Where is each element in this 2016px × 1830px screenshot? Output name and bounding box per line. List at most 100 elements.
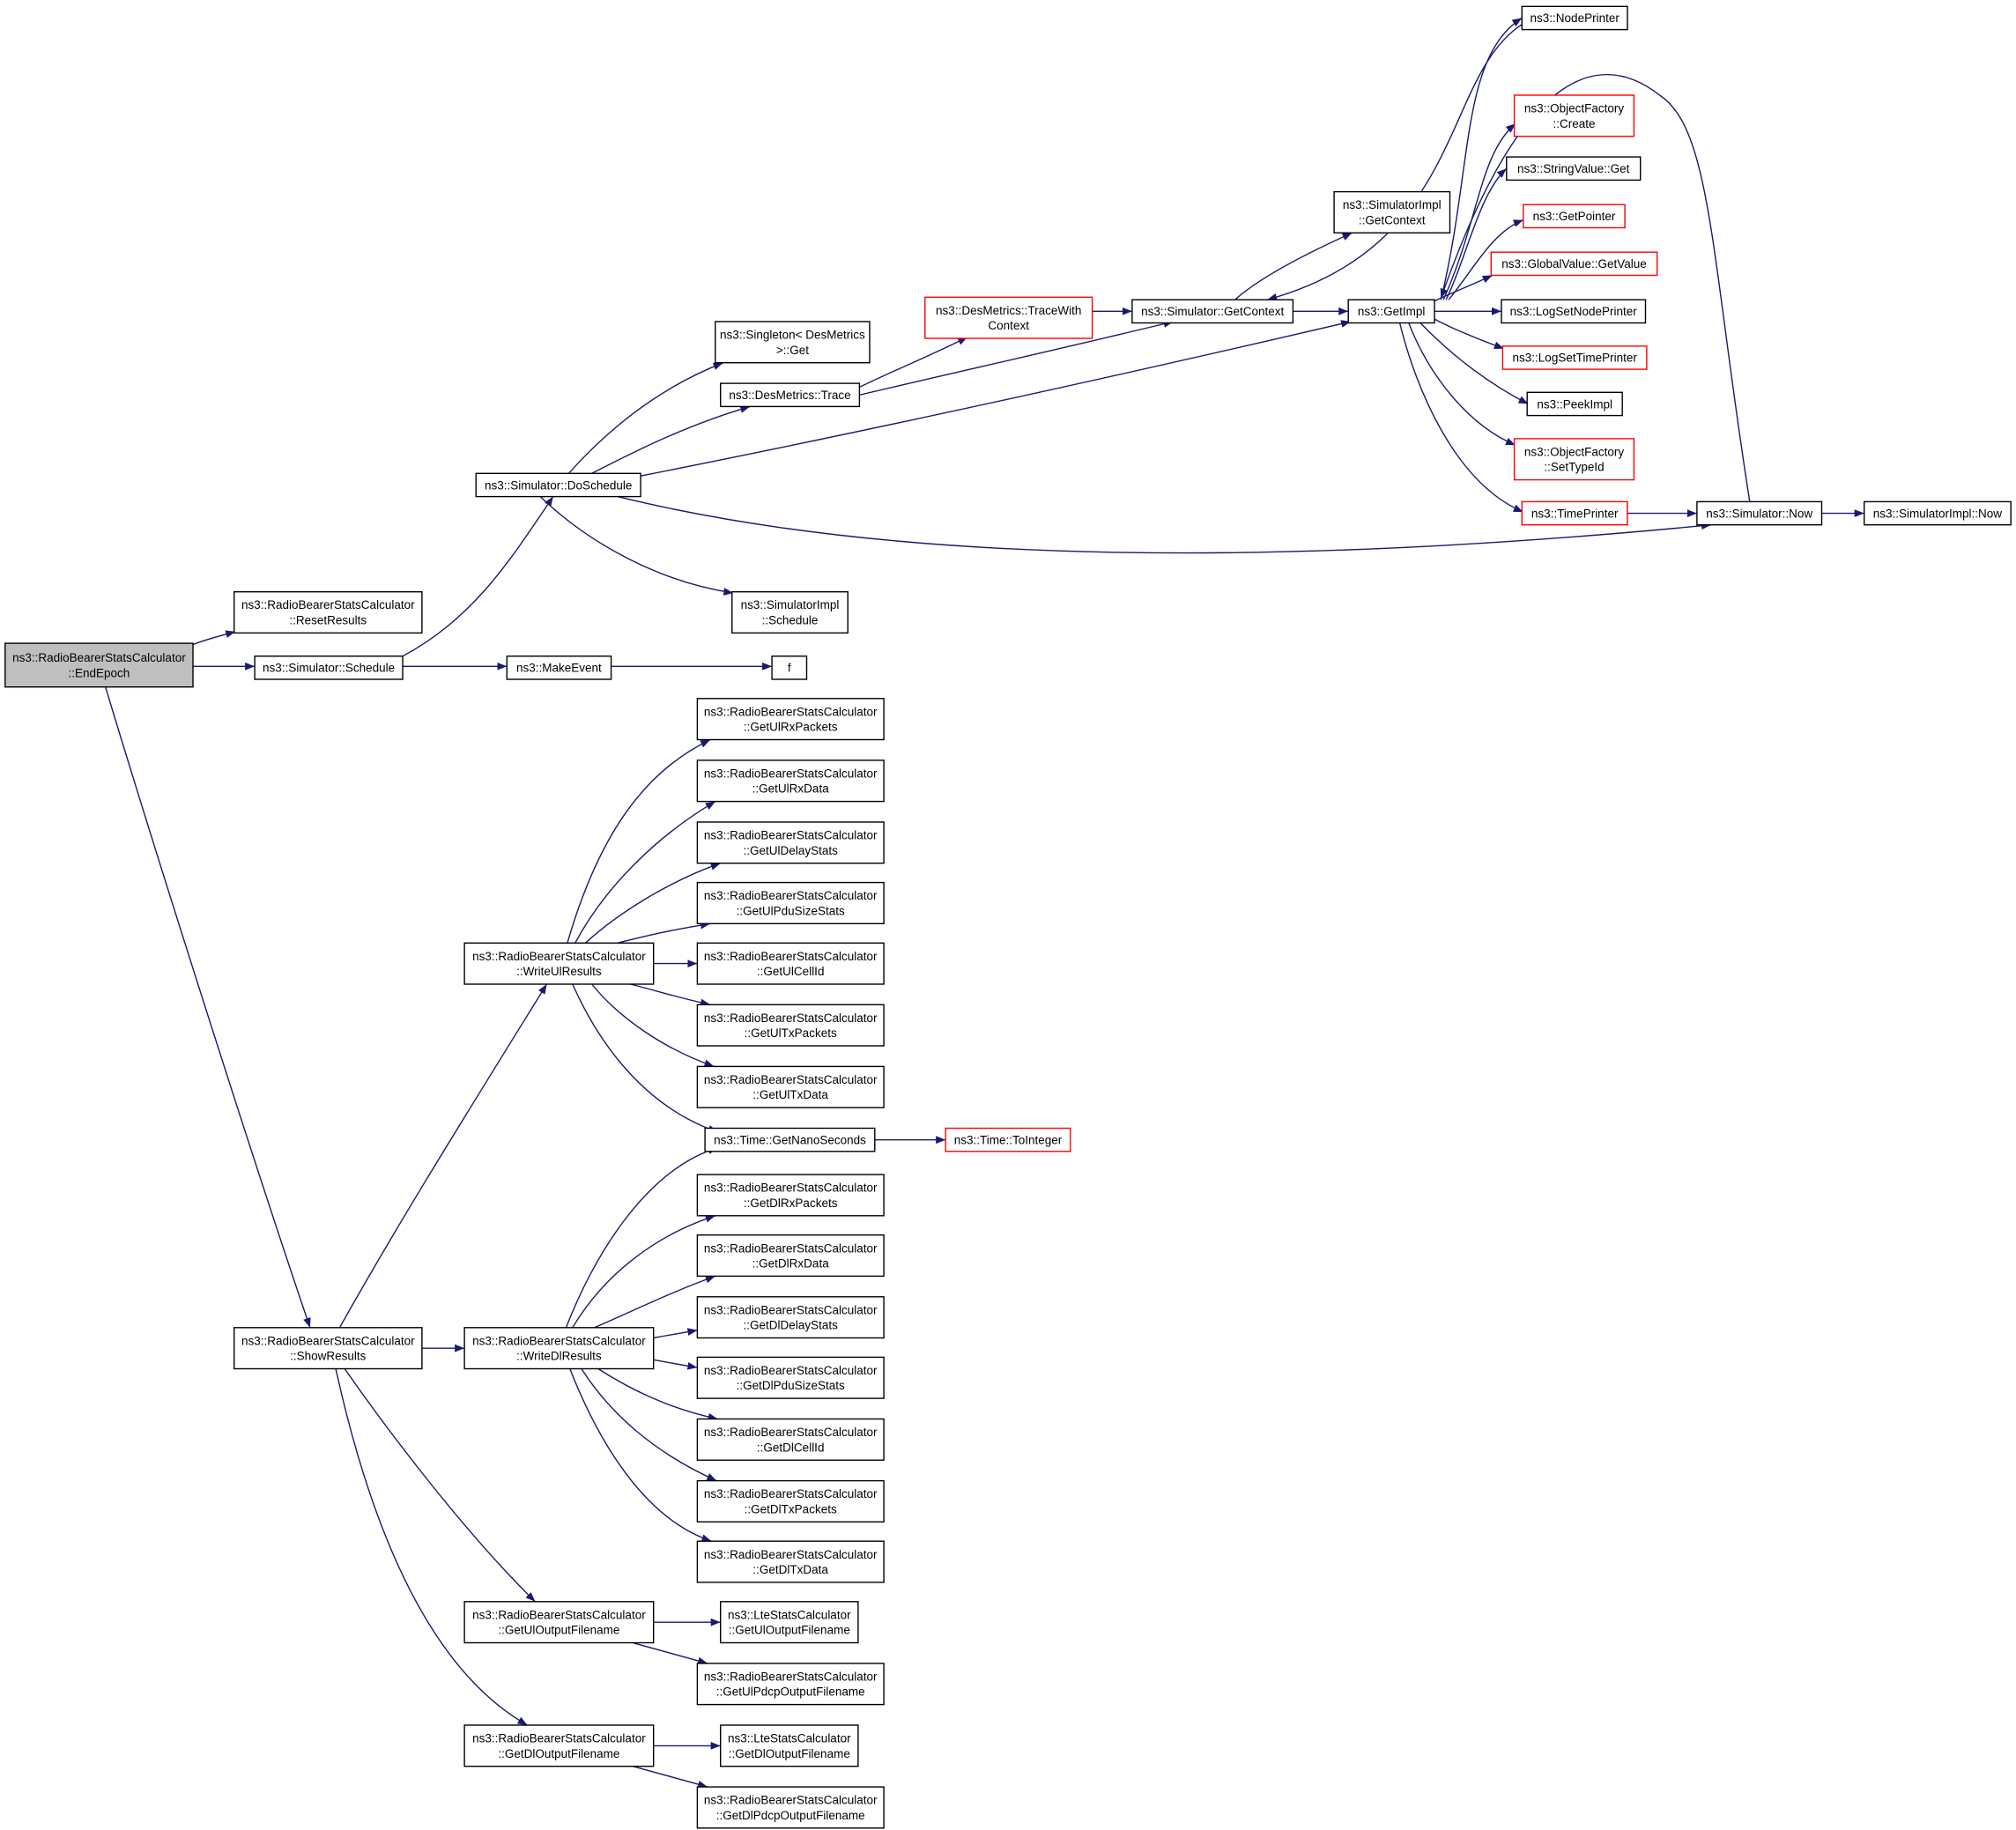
- node-ul-delay[interactable]: ns3::RadioBearerStatsCalculator::GetUlDe…: [696, 821, 885, 864]
- node-label: ::GetUlRxPackets: [744, 721, 838, 734]
- node-show-results[interactable]: ns3::RadioBearerStatsCalculator::ShowRes…: [233, 1327, 423, 1370]
- node-dl-cellid[interactable]: ns3::RadioBearerStatsCalculator::GetDlCe…: [696, 1418, 885, 1461]
- node-ul-rx-packets[interactable]: ns3::RadioBearerStatsCalculator::GetUlRx…: [696, 698, 885, 741]
- node-sim-schedule[interactable]: ns3::Simulator::Schedule: [254, 656, 404, 680]
- node-label: ns3::LteStatsCalculator: [728, 1608, 851, 1621]
- node-label: ns3::ObjectFactory: [1524, 446, 1625, 459]
- node-box: [720, 382, 861, 408]
- node-box: [233, 591, 423, 634]
- node-lte-dl-output[interactable]: ns3::LteStatsCalculator::GetDlOutputFile…: [720, 1724, 859, 1767]
- node-f[interactable]: f: [771, 656, 808, 680]
- node-get-nanoseconds[interactable]: ns3::Time::GetNanoSeconds: [704, 1127, 876, 1152]
- node-do-schedule[interactable]: ns3::Simulator::DoSchedule: [475, 472, 641, 498]
- node-ul-pdu[interactable]: ns3::RadioBearerStatsCalculator::GetUlPd…: [696, 881, 885, 924]
- node-label: ns3::SimulatorImpl::Now: [1873, 507, 2003, 520]
- edge-write-dl-to-dl-tx-packets: [581, 1368, 717, 1482]
- node-ul-tx-data[interactable]: ns3::RadioBearerStatsCalculator::GetUlTx…: [696, 1065, 885, 1108]
- node-label: ns3::LogSetNodePrinter: [1510, 305, 1638, 318]
- node-label: ns3::LogSetTimePrinter: [1513, 352, 1638, 365]
- node-label: ns3::PeekImpl: [1537, 397, 1612, 411]
- node-box: [696, 942, 885, 985]
- node-dl-pdu[interactable]: ns3::RadioBearerStatsCalculator::GetDlPd…: [696, 1356, 885, 1399]
- node-desmetrics-trace[interactable]: ns3::DesMetrics::Trace: [720, 382, 861, 408]
- node-box: [1696, 500, 1823, 526]
- node-label: ns3::Singleton< DesMetrics: [720, 329, 865, 342]
- node-time-tointeger[interactable]: ns3::Time::ToInteger: [945, 1127, 1071, 1152]
- node-get-ul-output[interactable]: ns3::RadioBearerStatsCalculator::GetUlOu…: [463, 1601, 655, 1644]
- edge-sim-now-to-getimpl: [1440, 74, 1751, 502]
- edge-get-ul-output-to-ul-pdcp-output: [633, 1641, 708, 1665]
- node-dl-tx-packets[interactable]: ns3::RadioBearerStatsCalculator::GetDlTx…: [696, 1479, 885, 1523]
- node-box: [1506, 156, 1642, 182]
- node-box: [1347, 299, 1435, 324]
- node-node-printer[interactable]: ns3::NodePrinter: [1521, 5, 1628, 31]
- node-logsetnodeprinter[interactable]: ns3::LogSetNodePrinter: [1501, 299, 1647, 324]
- edge-show-results-to-write-ul: [338, 983, 548, 1329]
- node-box: [924, 296, 1093, 339]
- edge-show-results-to-get-dl-output: [335, 1368, 528, 1726]
- node-label: ::GetUlCellId: [757, 965, 825, 978]
- node-ul-pdcp-output[interactable]: ns3::RadioBearerStatsCalculator::GetUlPd…: [696, 1663, 885, 1706]
- node-logsettimeprinter[interactable]: ns3::LogSetTimePrinter: [1501, 345, 1648, 370]
- node-dl-rx-data[interactable]: ns3::RadioBearerStatsCalculator::GetDlRx…: [696, 1234, 885, 1278]
- edge-getimpl-to-node-printer: [1440, 17, 1523, 300]
- node-label: ns3::GetPointer: [1533, 210, 1616, 223]
- node-dl-pdcp-output[interactable]: ns3::RadioBearerStatsCalculator::GetDlPd…: [696, 1786, 885, 1829]
- node-simimpl-getcontext[interactable]: ns3::SimulatorImpl::GetContext: [1333, 190, 1451, 234]
- edge-getimpl-to-globalvalue-getvalue: [1434, 274, 1493, 302]
- node-label: ::GetDlCellId: [757, 1441, 825, 1454]
- node-getimpl[interactable]: ns3::GetImpl: [1347, 299, 1435, 324]
- node-label: ns3::RadioBearerStatsCalculator: [241, 598, 415, 611]
- node-timeprinter[interactable]: ns3::TimePrinter: [1521, 500, 1628, 526]
- node-box: [254, 656, 404, 680]
- node-box: [696, 1296, 885, 1339]
- node-label: ns3::RadioBearerStatsCalculator: [704, 1548, 878, 1561]
- node-write-dl[interactable]: ns3::RadioBearerStatsCalculator::WriteDl…: [463, 1327, 655, 1370]
- node-label: ::ResetResults: [289, 613, 367, 626]
- node-reset-results[interactable]: ns3::RadioBearerStatsCalculator::ResetRe…: [233, 591, 423, 634]
- node-label: ns3::RadioBearerStatsCalculator: [12, 651, 186, 664]
- node-label: ns3::RadioBearerStatsCalculator: [704, 1487, 878, 1500]
- node-globalvalue-getvalue[interactable]: ns3::GlobalValue::GetValue: [1490, 251, 1658, 277]
- node-ul-tx-packets[interactable]: ns3::RadioBearerStatsCalculator::GetUlTx…: [696, 1004, 885, 1047]
- node-get-dl-output[interactable]: ns3::RadioBearerStatsCalculator::GetDlOu…: [463, 1724, 655, 1767]
- node-peekimpl[interactable]: ns3::PeekImpl: [1526, 391, 1623, 417]
- node-label: ns3::GetImpl: [1358, 305, 1426, 318]
- edge-write-dl-to-dl-tx-data: [569, 1368, 712, 1542]
- node-box: [463, 1601, 655, 1644]
- node-getpointer[interactable]: ns3::GetPointer: [1523, 204, 1626, 229]
- node-box: [696, 698, 885, 741]
- node-ul-cellid[interactable]: ns3::RadioBearerStatsCalculator::GetUlCe…: [696, 942, 885, 985]
- node-of-create[interactable]: ns3::ObjectFactory::Create: [1513, 94, 1635, 137]
- node-end-epoch[interactable]: ns3::RadioBearerStatsCalculator::EndEpoc…: [4, 642, 194, 688]
- edge-write-ul-to-ul-tx-packets: [630, 983, 711, 1007]
- node-sim-now[interactable]: ns3::Simulator::Now: [1696, 500, 1823, 526]
- node-of-settypeid[interactable]: ns3::ObjectFactory::SetTypeId: [1513, 438, 1635, 481]
- node-write-ul[interactable]: ns3::RadioBearerStatsCalculator::WriteUl…: [463, 942, 655, 985]
- edge-getimpl-to-getpointer: [1448, 219, 1524, 300]
- node-simimpl-schedule[interactable]: ns3::SimulatorImpl::Schedule: [731, 591, 849, 634]
- node-label: ::ShowResults: [290, 1350, 367, 1363]
- node-label: ns3::GlobalValue::GetValue: [1501, 257, 1647, 270]
- node-dl-rx-packets[interactable]: ns3::RadioBearerStatsCalculator::GetDlRx…: [696, 1174, 885, 1217]
- node-lte-ul-output[interactable]: ns3::LteStatsCalculator::GetUlOutputFile…: [720, 1601, 859, 1644]
- call-edges: [105, 17, 1864, 1789]
- node-dl-tx-data[interactable]: ns3::RadioBearerStatsCalculator::GetDlTx…: [696, 1540, 885, 1583]
- node-ul-rx-data[interactable]: ns3::RadioBearerStatsCalculator::GetUlRx…: [696, 759, 885, 803]
- node-sim-getcontext[interactable]: ns3::Simulator::GetContext: [1131, 299, 1294, 324]
- node-box: [1526, 391, 1623, 417]
- edge-desmetrics-trace-to-sim-getcontext: [859, 320, 1174, 396]
- edge-getimpl-to-logsettimeprinter: [1434, 318, 1505, 350]
- node-box: [475, 472, 641, 498]
- node-label: ::GetDlOutputFilename: [498, 1747, 619, 1760]
- node-make-event[interactable]: ns3::MakeEvent: [506, 656, 612, 680]
- node-simimpl-now[interactable]: ns3::SimulatorImpl::Now: [1863, 500, 2012, 526]
- node-box: [1501, 299, 1647, 324]
- edge-write-dl-to-get-nanoseconds: [565, 1146, 718, 1329]
- node-box: [696, 1356, 885, 1399]
- node-singleton-get[interactable]: ns3::Singleton< DesMetrics>::Get: [715, 321, 871, 364]
- node-dl-delay[interactable]: ns3::RadioBearerStatsCalculator::GetDlDe…: [696, 1296, 885, 1339]
- node-stringvalue-get[interactable]: ns3::StringValue::Get: [1506, 156, 1642, 182]
- node-box: [696, 1540, 885, 1583]
